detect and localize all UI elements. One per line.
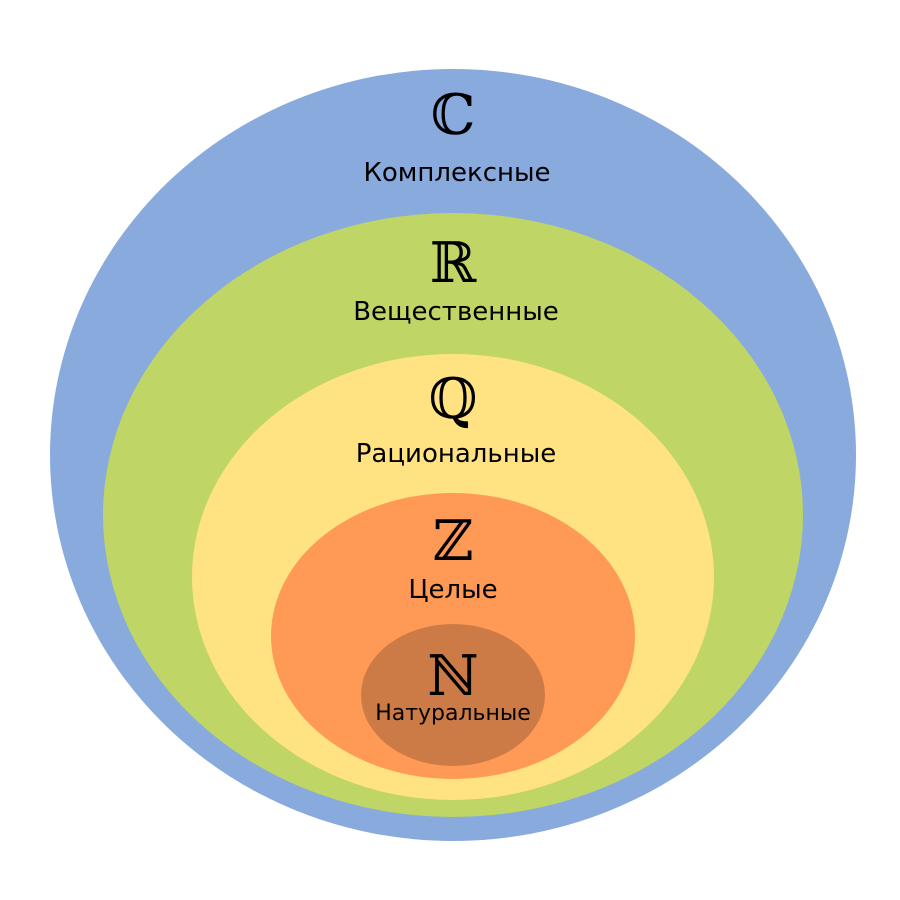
rational-label: Рациональные xyxy=(356,439,557,469)
complex-symbol: ℂ xyxy=(431,83,476,148)
real-label: Вещественные xyxy=(353,297,559,327)
natural-numbers-ellipse xyxy=(361,624,545,766)
rational-symbol: ℚ xyxy=(429,367,478,432)
natural-symbol: ℕ xyxy=(427,644,478,709)
complex-label: Комплексные xyxy=(363,158,550,188)
natural-label: Натуральные xyxy=(375,701,531,726)
integer-label: Целые xyxy=(408,575,497,605)
real-symbol: ℝ xyxy=(430,231,478,296)
integer-symbol: ℤ xyxy=(433,509,474,574)
